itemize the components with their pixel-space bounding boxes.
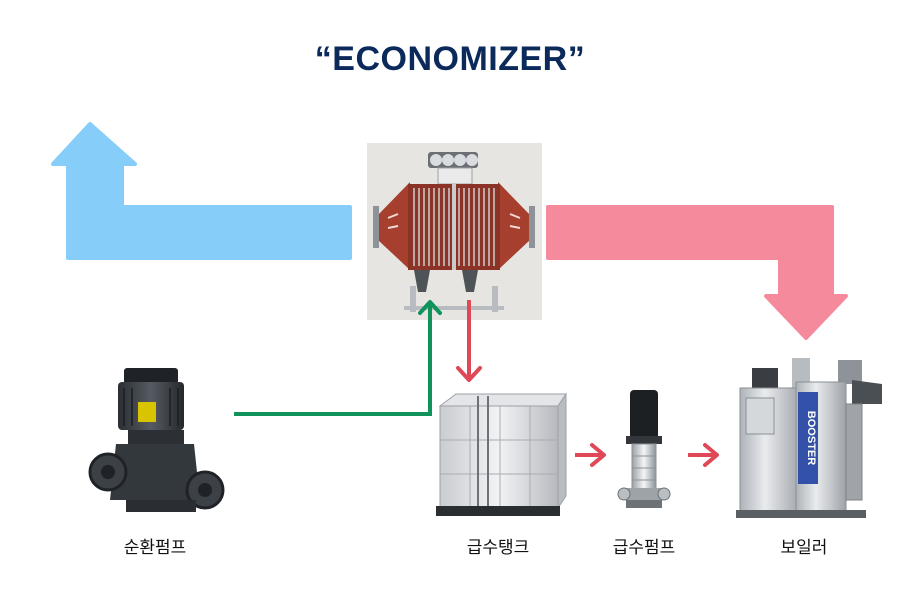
flue-gas-arrow: [546, 205, 848, 340]
tank-to-pump-arrow: [575, 443, 606, 467]
pump-to-boiler-arrow: [688, 443, 719, 467]
feed-pump-label: 급수펌프: [612, 538, 676, 558]
feed-down-arrow: [456, 300, 482, 382]
feed-tank-label: 급수탱크: [466, 538, 530, 558]
economizer-unit-icon: [367, 143, 542, 320]
feed-pump-icon: [617, 390, 671, 508]
circulation-pump-icon: [88, 368, 225, 512]
boiler-icon: BOOSTER: [736, 358, 882, 518]
feed-tank-icon: [436, 392, 567, 516]
boiler-brand-text: BOOSTER: [805, 411, 817, 465]
exhaust-arrow: [51, 122, 352, 260]
circulation-line-arrow: [234, 300, 442, 416]
boiler-label: 보일러: [780, 538, 828, 558]
circulation-pump-label: 순환펌프: [123, 538, 187, 558]
diagram-title: “ECONOMIZER”: [314, 40, 586, 78]
